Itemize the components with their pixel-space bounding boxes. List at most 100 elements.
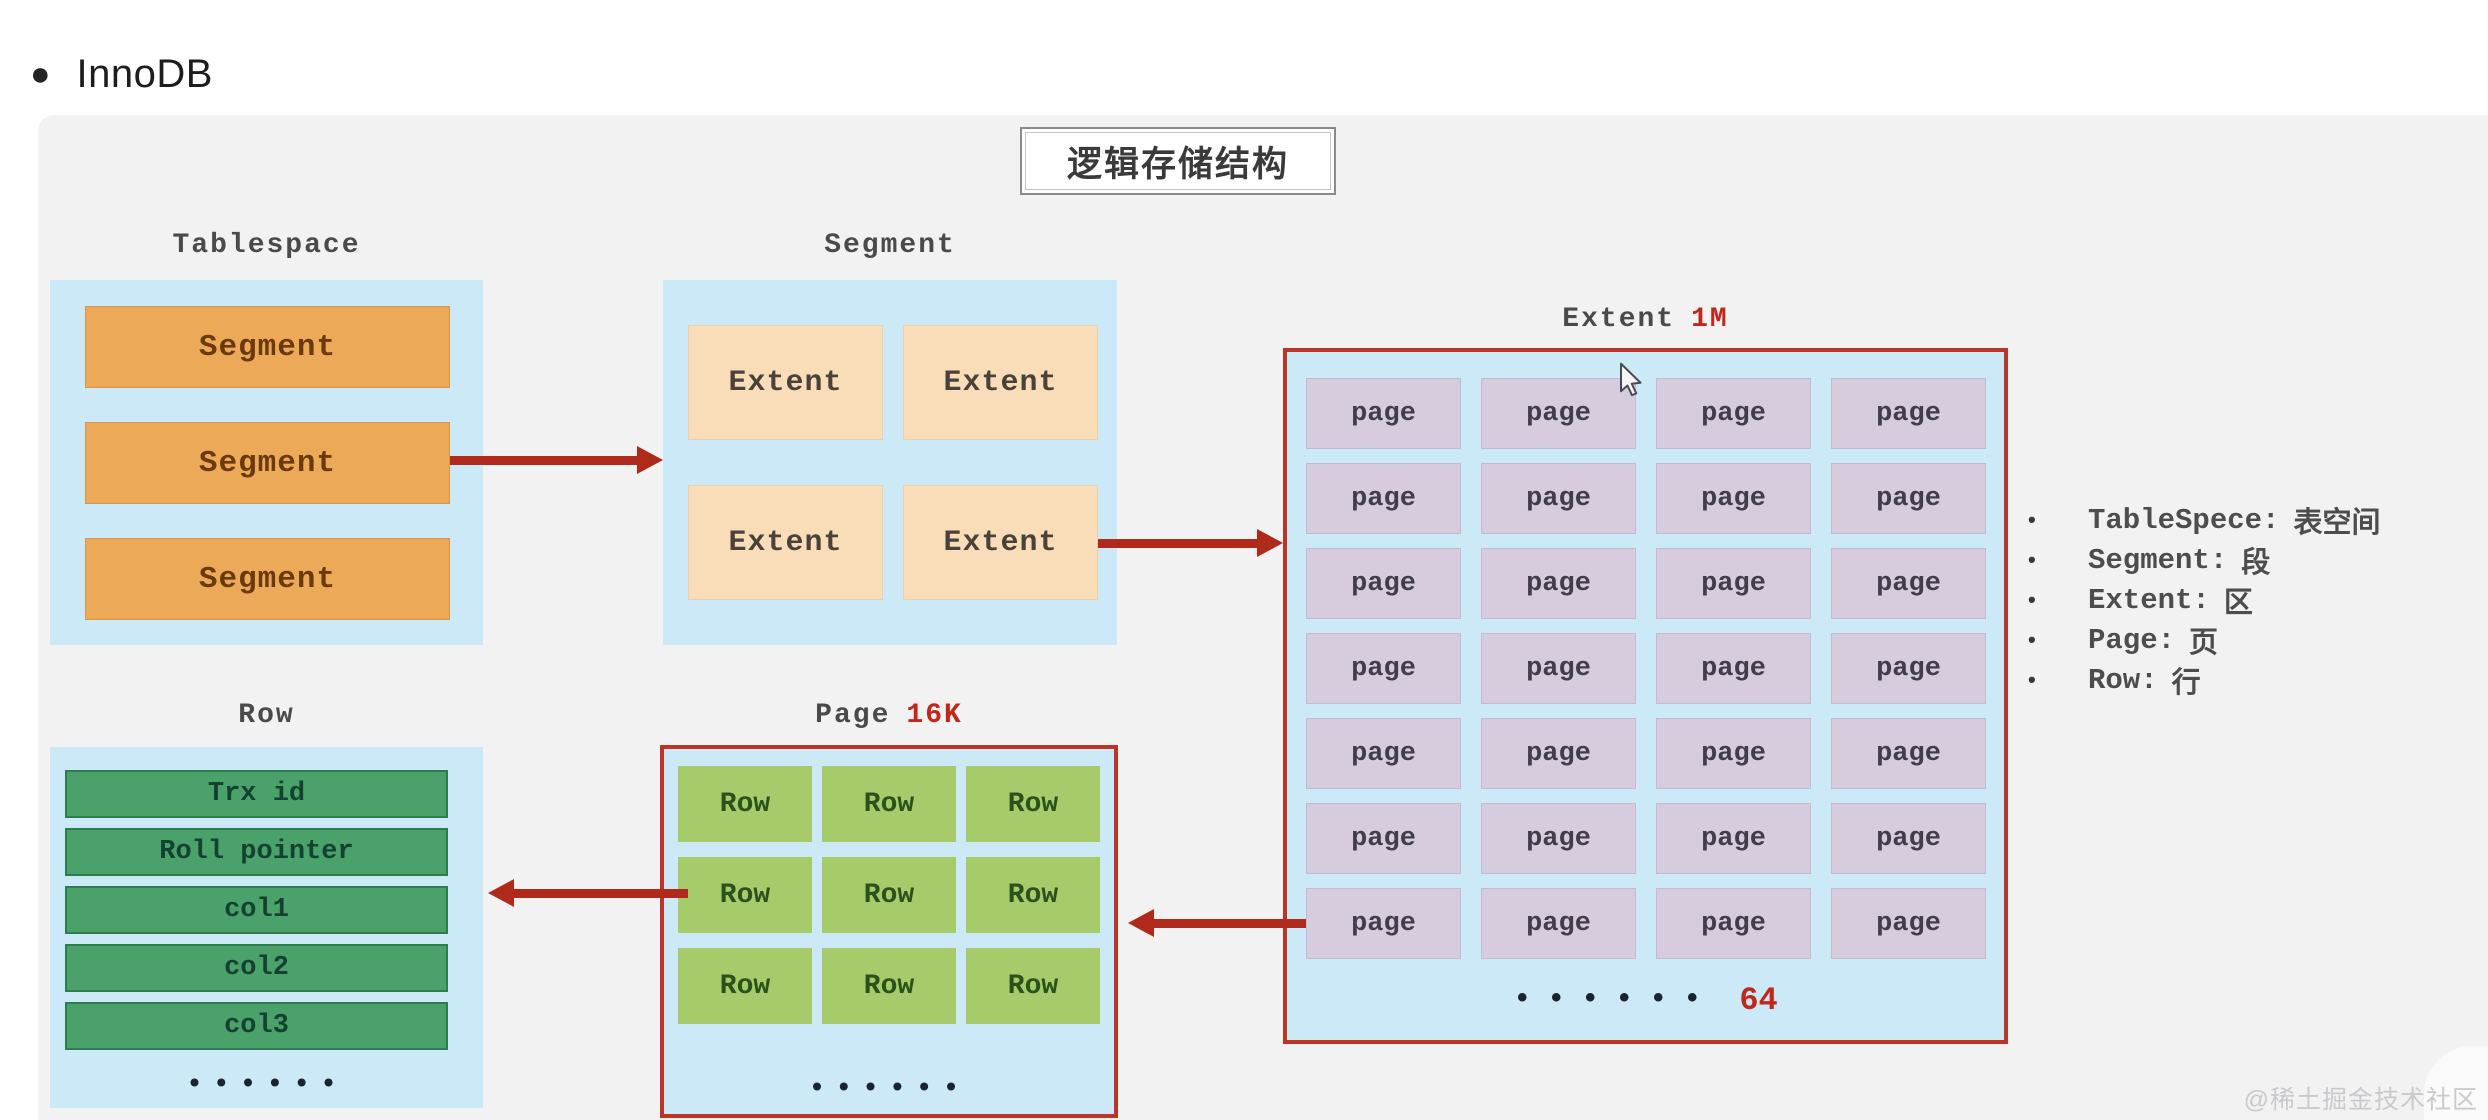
- row-cell: Row: [678, 766, 812, 842]
- page-cell: page: [1306, 633, 1461, 704]
- page-heading: ● InnoDB: [30, 50, 213, 98]
- legend-item: • Page: 页: [2028, 620, 2380, 662]
- page-cell: page: [1306, 888, 1461, 959]
- extent-ellipsis-row: •••••• 64: [1283, 975, 2008, 1025]
- extent-cell: Extent: [688, 325, 883, 440]
- page-cell: page: [1306, 718, 1461, 789]
- page-cell: page: [1481, 718, 1636, 789]
- page-grid: page page page page page page page page page page…: [1306, 378, 1986, 959]
- legend-definition: 页: [2189, 628, 2219, 661]
- arrow-segment-to-extent: [1098, 527, 1283, 559]
- legend-term: Extent:: [2088, 583, 2210, 617]
- page-cell: page: [1481, 548, 1636, 619]
- legend: • TableSpece: 表空间 • Segment: 段 • Extent:…: [2028, 500, 2381, 702]
- row-field-list: Trx id Roll pointer col1 col2 col3: [65, 770, 448, 1060]
- segment-bar: Segment: [85, 306, 450, 388]
- row-cell: Row: [966, 948, 1100, 1024]
- legend-definition: 段: [2241, 548, 2271, 581]
- page-cell: page: [1656, 718, 1811, 789]
- legend-item: • Segment: 段: [2028, 540, 2380, 582]
- page-label-text: Page: [815, 700, 891, 731]
- page-cell: page: [1656, 888, 1811, 959]
- page-cell: page: [1306, 378, 1461, 449]
- page-ellipsis-dots: ••••••: [808, 1074, 970, 1105]
- extent-label-text: Extent: [1562, 304, 1676, 335]
- legend-definition: 行: [2171, 668, 2201, 701]
- legend-bullet-icon: •: [2028, 627, 2036, 652]
- segment-label: Segment: [824, 230, 956, 261]
- page-cell: page: [1831, 463, 1986, 534]
- row-cell: Row: [966, 857, 1100, 933]
- segment-bar: Segment: [85, 538, 450, 620]
- row-field-bar: Roll pointer: [65, 828, 448, 876]
- page-cell: page: [1656, 378, 1811, 449]
- legend-bullet-icon: •: [2028, 507, 2036, 532]
- row-cell: Row: [678, 857, 812, 933]
- page-size-badge: 16K: [906, 700, 963, 731]
- legend-term: TableSpece:: [2088, 503, 2280, 537]
- row-cell: Row: [822, 766, 956, 842]
- page-cell: page: [1481, 378, 1636, 449]
- watermark: @稀土掘金技术社区: [2243, 1086, 2478, 1114]
- segment-bar: Segment: [85, 422, 450, 504]
- legend-term: Page:: [2088, 623, 2176, 657]
- extent-label: Extent 1M: [1283, 304, 2008, 335]
- page-cell: page: [1831, 803, 1986, 874]
- page-label: Page 16K: [660, 700, 1118, 731]
- page-cell: page: [1306, 803, 1461, 874]
- legend-definition: 表空间: [2293, 508, 2381, 541]
- page-cell: page: [1656, 463, 1811, 534]
- arrow-extent-to-page: [1128, 907, 1306, 939]
- page-cell: page: [1306, 548, 1461, 619]
- page-cell: page: [1831, 378, 1986, 449]
- legend-definition: 区: [2223, 588, 2253, 621]
- mouse-cursor-icon: [1620, 362, 1642, 397]
- row-cell: Row: [822, 857, 956, 933]
- page-cell: page: [1481, 803, 1636, 874]
- page-cell: page: [1831, 548, 1986, 619]
- page-ellipsis-row: ••••••: [660, 1068, 1118, 1112]
- page-cell: page: [1656, 548, 1811, 619]
- page-cell: page: [1481, 888, 1636, 959]
- extent-cell: Extent: [688, 485, 883, 600]
- page-cell: page: [1656, 803, 1811, 874]
- legend-bullet-icon: •: [2028, 547, 2036, 572]
- legend-bullet-icon: •: [2028, 587, 2036, 612]
- row-field-bar: col2: [65, 944, 448, 992]
- page-cell: page: [1306, 463, 1461, 534]
- row-field-bar: Trx id: [65, 770, 448, 818]
- extent-size-badge: 1M: [1691, 304, 1729, 335]
- page-title: InnoDB: [76, 52, 213, 96]
- extent-cell: Extent: [903, 485, 1098, 600]
- tablespace-label: Tablespace: [172, 230, 361, 261]
- extent-ellipsis-dots: ••••••: [1513, 983, 1718, 1017]
- page-cell: page: [1831, 718, 1986, 789]
- legend-item: • TableSpece: 表空间: [2028, 500, 2381, 542]
- row-label: Row: [238, 700, 295, 731]
- extent-page-count: 64: [1739, 981, 1778, 1019]
- legend-item: • Extent: 区: [2028, 580, 2380, 622]
- page-cell: page: [1481, 463, 1636, 534]
- legend-term: Segment:: [2088, 543, 2228, 577]
- legend-item: • Row: 行: [2028, 660, 2380, 702]
- extent-cell: Extent: [903, 325, 1098, 440]
- page-cell: page: [1656, 633, 1811, 704]
- legend-term: Row:: [2088, 663, 2158, 697]
- row-field-bar: col1: [65, 886, 448, 934]
- page-cell: page: [1831, 633, 1986, 704]
- page-cell: page: [1481, 633, 1636, 704]
- row-field-bar: col3: [65, 1002, 448, 1050]
- row-ellipsis-row: ••••••: [50, 1066, 483, 1106]
- row-cell: Row: [678, 948, 812, 1024]
- page-cell: page: [1831, 888, 1986, 959]
- legend-bullet-icon: •: [2028, 667, 2036, 692]
- arrow-tablespace-to-segment: [450, 444, 663, 476]
- row-cell: Row: [822, 948, 956, 1024]
- arrow-page-to-row: [488, 877, 688, 909]
- list-bullet-icon: ●: [30, 55, 51, 93]
- row-ellipsis-dots: ••••••: [186, 1070, 347, 1101]
